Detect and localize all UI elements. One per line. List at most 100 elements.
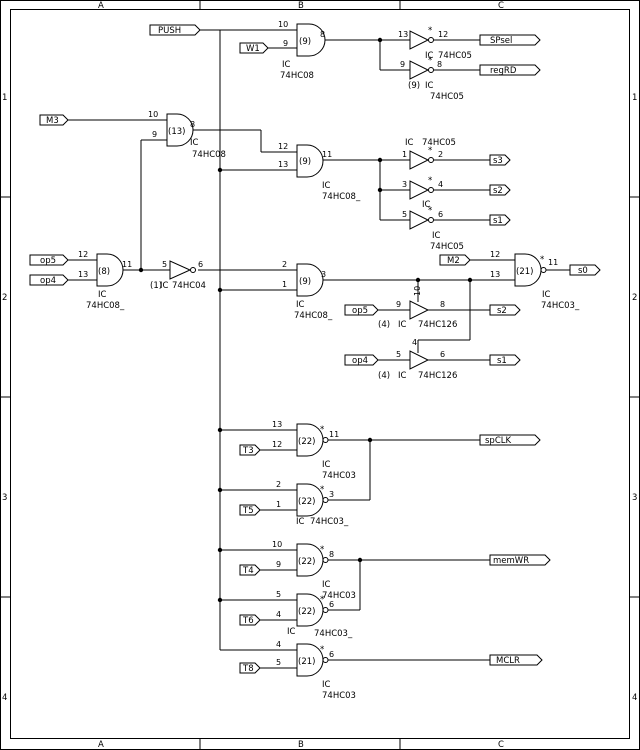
port-spclk: spCLK	[479, 434, 541, 446]
svg-text:s1: s1	[493, 216, 503, 226]
port-w1: W1	[239, 42, 269, 54]
svg-text:IC: IC	[398, 320, 407, 330]
port-push: PUSH	[149, 24, 201, 36]
svg-text:*: *	[320, 485, 324, 495]
svg-text:IC: IC	[425, 81, 434, 91]
svg-text:12: 12	[272, 440, 282, 449]
port-s1: s1	[489, 214, 511, 226]
svg-text:74HC08_: 74HC08_	[294, 311, 333, 321]
port-spsel: SPsel	[479, 34, 541, 46]
and-gate-g1: (9) 10 9 8 IC 74HC08	[278, 20, 326, 81]
svg-text:PUSH: PUSH	[158, 26, 181, 36]
svg-text:(8): (8)	[98, 267, 110, 277]
svg-text:9: 9	[152, 130, 157, 139]
svg-text:IC: IC	[160, 281, 169, 291]
svg-text:3: 3	[321, 270, 326, 279]
svg-text:5: 5	[276, 658, 281, 667]
svg-text:IC: IC	[322, 680, 331, 690]
svg-text:IC: IC	[322, 181, 331, 191]
port-op5: op5	[29, 254, 69, 266]
svg-text:(22): (22)	[298, 497, 315, 507]
svg-text:6: 6	[329, 600, 334, 609]
svg-text:IC: IC	[542, 290, 551, 300]
svg-text:3: 3	[329, 490, 334, 499]
svg-text:5: 5	[402, 210, 407, 219]
port-m3: M3	[39, 114, 69, 126]
column-label-a: A	[98, 1, 104, 11]
row-label-2-right: 2	[632, 293, 637, 303]
svg-text:(4): (4)	[378, 371, 390, 381]
svg-text:IC: IC	[296, 517, 305, 527]
svg-text:74HC126: 74HC126	[418, 371, 457, 381]
svg-text:8: 8	[437, 60, 442, 69]
svg-text:IC: IC	[322, 580, 331, 590]
port-s2: s2	[489, 184, 511, 196]
row-label-3: 3	[2, 493, 7, 503]
column-label-c: C	[498, 1, 504, 11]
svg-text:6: 6	[198, 260, 203, 269]
svg-text:IC: IC	[398, 371, 407, 381]
column-label-a-bottom: A	[98, 740, 104, 750]
port-s3: s3	[489, 154, 511, 166]
svg-text:(9): (9)	[299, 157, 311, 167]
svg-text:*: *	[428, 176, 432, 186]
svg-text:op5: op5	[40, 256, 56, 266]
svg-text:11: 11	[322, 150, 332, 159]
svg-text:1: 1	[276, 500, 281, 509]
svg-text:*: *	[428, 26, 432, 36]
column-label-c-bottom: C	[498, 740, 504, 750]
svg-text:regRD: regRD	[490, 66, 517, 76]
svg-text:*: *	[320, 425, 324, 435]
svg-text:MCLR: MCLR	[496, 656, 520, 666]
svg-text:s2: s2	[493, 186, 503, 196]
column-label-b: B	[298, 1, 304, 11]
port-op4: op4	[29, 274, 69, 286]
svg-text:74HC126: 74HC126	[418, 320, 457, 330]
svg-text:11: 11	[329, 430, 339, 439]
svg-text:s2: s2	[497, 306, 507, 316]
svg-text:13: 13	[272, 420, 282, 429]
svg-text:IC: IC	[322, 460, 331, 470]
svg-text:IC: IC	[98, 290, 107, 300]
column-label-b-bottom: B	[298, 740, 304, 750]
svg-text:*: *	[540, 255, 544, 265]
svg-text:IC: IC	[287, 627, 296, 637]
svg-text:T3: T3	[242, 446, 254, 456]
port-op5-buffer: op5	[344, 304, 379, 316]
svg-text:SPsel: SPsel	[490, 36, 512, 46]
svg-text:74HC03_: 74HC03_	[310, 517, 349, 527]
svg-text:74HC05: 74HC05	[430, 242, 464, 252]
nand-gate-g6: (21) 12 13 * 11 IC 74HC03_	[490, 250, 580, 311]
svg-text:10: 10	[272, 540, 282, 549]
svg-text:74HC03: 74HC03	[322, 471, 356, 481]
svg-text:9: 9	[283, 39, 288, 48]
and-gate-g3: (9) 12 13 11 IC 74HC08_	[278, 142, 361, 202]
svg-text:*: *	[320, 595, 324, 605]
svg-text:10: 10	[148, 110, 158, 119]
svg-text:11: 11	[548, 258, 558, 267]
svg-text:*: *	[428, 56, 432, 66]
svg-text:IC: IC	[190, 138, 199, 148]
svg-text:(22): (22)	[298, 437, 315, 447]
svg-text:memWR: memWR	[493, 556, 529, 566]
svg-text:8: 8	[329, 550, 334, 559]
port-t4: T4	[239, 564, 261, 576]
svg-text:IC: IC	[432, 231, 441, 241]
svg-text:(22): (22)	[298, 607, 315, 617]
svg-text:5: 5	[162, 260, 167, 269]
svg-text:74HC05: 74HC05	[438, 51, 472, 61]
svg-text:8: 8	[320, 30, 325, 39]
svg-text:74HC04: 74HC04	[172, 281, 206, 291]
tri-state-buffer-b2: 5 6 4 (4) IC 74HC126	[378, 338, 457, 381]
svg-text:op4: op4	[352, 356, 368, 366]
svg-text:4: 4	[276, 610, 281, 619]
svg-text:op5: op5	[352, 306, 368, 316]
output-ports: SPsel regRD s3 s2 s1 s0 s2 s1	[479, 34, 601, 666]
svg-text:IC: IC	[405, 138, 414, 148]
svg-text:13: 13	[78, 270, 88, 279]
row-label-1-right: 1	[632, 93, 637, 103]
port-t5: T5	[239, 504, 261, 516]
svg-text:12: 12	[278, 142, 288, 151]
svg-text:(21): (21)	[516, 267, 533, 277]
